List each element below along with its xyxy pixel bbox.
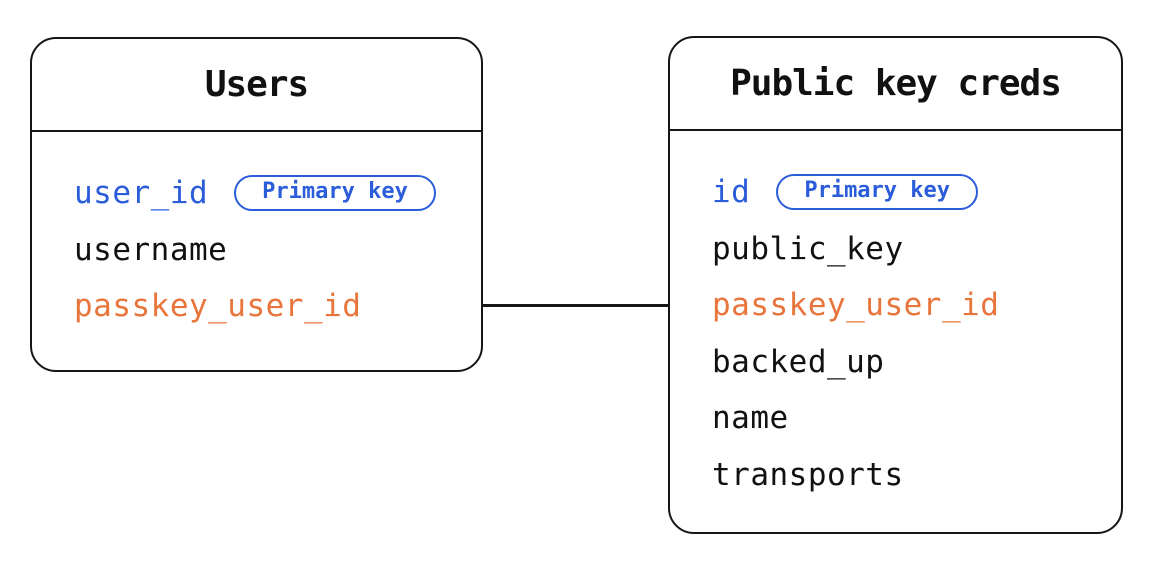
table-users-fields: user_id Primary key username passkey_use… [32, 132, 481, 335]
field-name-user-id: user_id [74, 175, 209, 212]
table-users-header: Users [32, 39, 481, 132]
field-row-id: id Primary key [712, 164, 1121, 221]
table-users: Users user_id Primary key username passk… [30, 37, 483, 372]
relationship-line [482, 304, 669, 307]
field-row-username: username [74, 222, 481, 279]
field-name-username: username [74, 231, 228, 268]
table-public-key-creds-fields: id Primary key public_key passkey_user_i… [670, 131, 1121, 503]
field-row-passkey-user-id: passkey_user_id [712, 277, 1121, 334]
table-public-key-creds-header: Public key creds [670, 38, 1121, 131]
field-row-passkey-user-id: passkey_user_id [74, 278, 481, 335]
primary-key-badge: Primary key [234, 175, 436, 212]
field-name-id: id [712, 174, 751, 211]
table-users-title: Users [204, 64, 309, 105]
field-row-public-key: public_key [712, 221, 1121, 278]
field-row-backed-up: backed_up [712, 334, 1121, 391]
field-name-backed-up: backed_up [712, 343, 885, 380]
field-name-name: name [712, 400, 789, 437]
table-public-key-creds-title: Public key creds [730, 63, 1062, 104]
field-name-public-key: public_key [712, 230, 904, 267]
field-row-transports: transports [712, 447, 1121, 504]
field-name-passkey-user-id: passkey_user_id [74, 288, 362, 325]
primary-key-badge: Primary key [776, 174, 979, 211]
field-row-user-id: user_id Primary key [74, 165, 481, 222]
field-row-name: name [712, 390, 1121, 447]
table-public-key-creds: Public key creds id Primary key public_k… [668, 36, 1123, 534]
field-name-transports: transports [712, 456, 904, 493]
field-name-passkey-user-id: passkey_user_id [712, 287, 1000, 324]
